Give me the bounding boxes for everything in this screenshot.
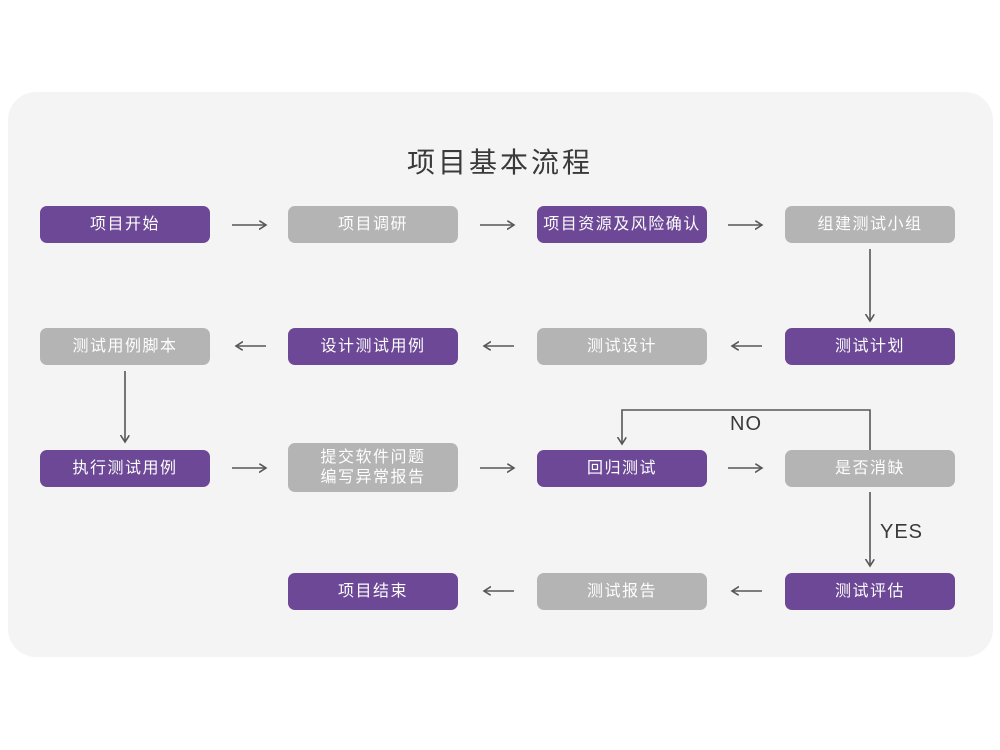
node-label: 测试计划	[834, 337, 905, 355]
node-label: 设计测试用例	[320, 337, 426, 355]
yes-branch-label: YES	[880, 521, 924, 543]
node-label: 项目开始	[89, 215, 160, 233]
node-label: 测试报告	[586, 582, 657, 600]
flowchart-card	[8, 92, 993, 657]
node-test-design: 测试设计	[537, 328, 707, 365]
node-label: 是否消缺	[834, 459, 905, 477]
node-test-case-script: 测试用例脚本	[40, 328, 210, 365]
node-test-report: 测试报告	[537, 573, 707, 610]
node-regression-test: 回归测试	[537, 450, 707, 487]
node-submit-issues-report: 提交软件问题 编写异常报告	[288, 443, 458, 492]
node-defect-resolved: 是否消缺	[785, 450, 955, 487]
node-project-research: 项目调研	[288, 206, 458, 243]
node-label: 测试用例脚本	[72, 337, 178, 355]
node-label-line2: 编写异常报告	[320, 468, 426, 486]
node-design-test-cases: 设计测试用例	[288, 328, 458, 365]
node-label: 回归测试	[586, 459, 657, 477]
node-project-end: 项目结束	[288, 573, 458, 610]
node-project-start: 项目开始	[40, 206, 210, 243]
node-label: 测试评估	[834, 582, 905, 600]
node-resource-risk-confirm: 项目资源及风险确认	[537, 206, 707, 243]
page-title: 项目基本流程	[406, 147, 593, 178]
node-test-plan: 测试计划	[785, 328, 955, 365]
no-branch-label: NO	[730, 413, 762, 435]
node-label: 执行测试用例	[72, 459, 178, 477]
node-label: 测试设计	[586, 337, 657, 355]
node-label: 项目结束	[337, 582, 408, 600]
node-build-test-team: 组建测试小组	[785, 206, 955, 243]
node-label: 组建测试小组	[817, 215, 923, 233]
node-label-line1: 提交软件问题	[320, 448, 426, 466]
node-label-two-line: 提交软件问题 编写异常报告	[320, 448, 425, 488]
node-label: 项目调研	[337, 215, 408, 233]
node-label: 项目资源及风险确认	[543, 215, 701, 233]
node-execute-test-cases: 执行测试用例	[40, 450, 210, 487]
node-test-evaluation: 测试评估	[785, 573, 955, 610]
